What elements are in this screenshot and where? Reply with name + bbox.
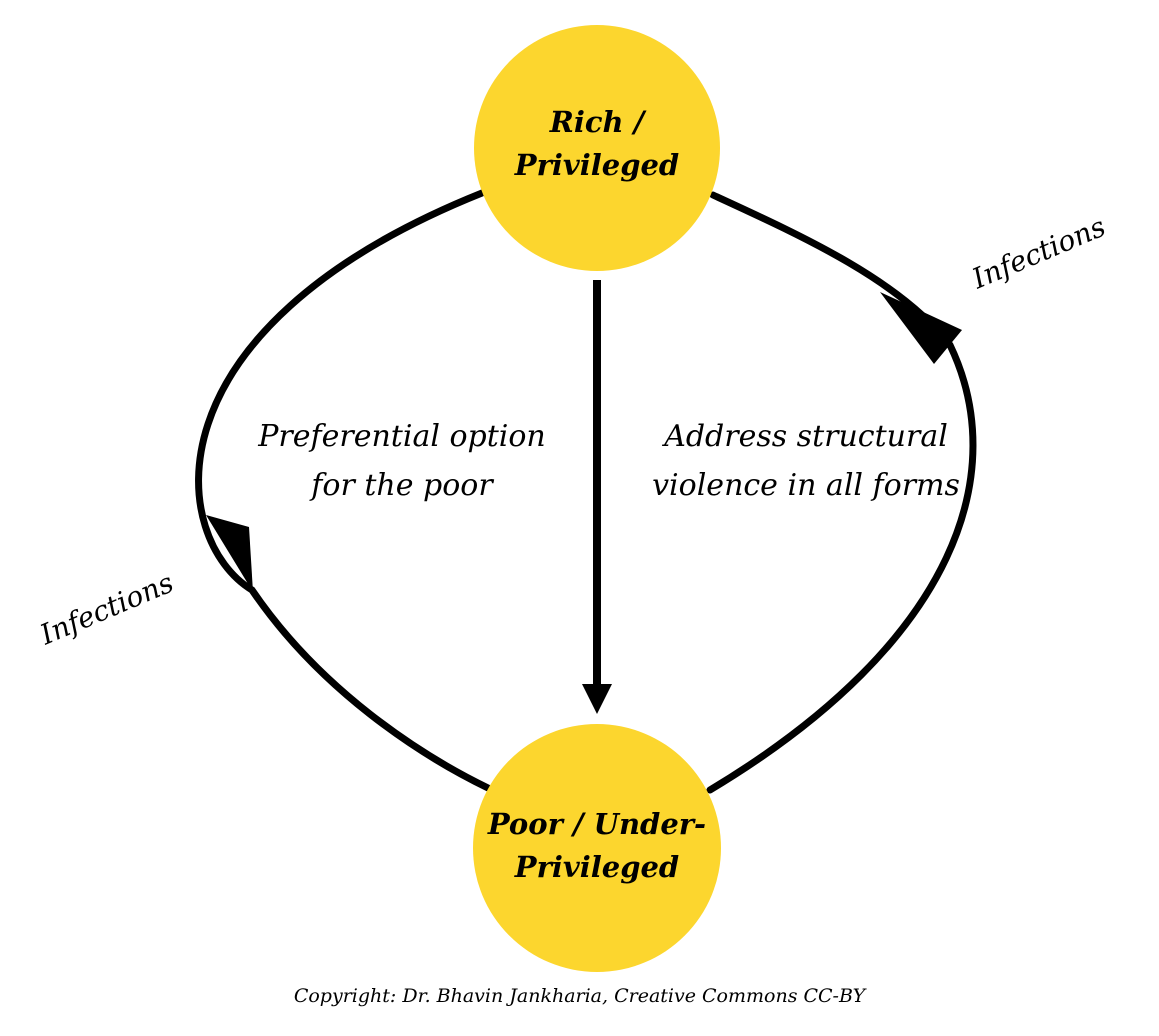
structural-violence-label: Address structural violence in all forms	[616, 412, 996, 510]
preferential-line1: Preferential option	[258, 419, 546, 454]
copyright-text: Copyright: Dr. Bhavin Jankharia, Creativ…	[293, 985, 866, 1007]
rich-privileged-node	[474, 25, 720, 271]
structural-line1: Address structural	[664, 419, 948, 454]
right-arc-arrowhead	[880, 292, 962, 364]
right-infection-arc	[706, 191, 977, 794]
structural-line2: violence in all forms	[652, 468, 960, 503]
poor-underprivileged-node	[473, 724, 721, 972]
poor-line1: Poor / Under-	[487, 807, 707, 841]
preferential-line2: for the poor	[311, 468, 493, 503]
poor-underprivileged-label: Poor / Under- Privileged	[477, 803, 717, 889]
left-arc-arrowhead	[206, 515, 253, 592]
rich-privileged-label: Rich / Privileged	[497, 101, 697, 187]
poor-line2: Privileged	[514, 850, 680, 884]
left-infection-arc	[195, 189, 492, 792]
center-arrowhead	[582, 684, 612, 714]
rich-line1: Rich /	[549, 105, 645, 139]
preferential-option-label: Preferential option for the poor	[226, 412, 578, 510]
rich-line2: Privileged	[514, 148, 680, 182]
